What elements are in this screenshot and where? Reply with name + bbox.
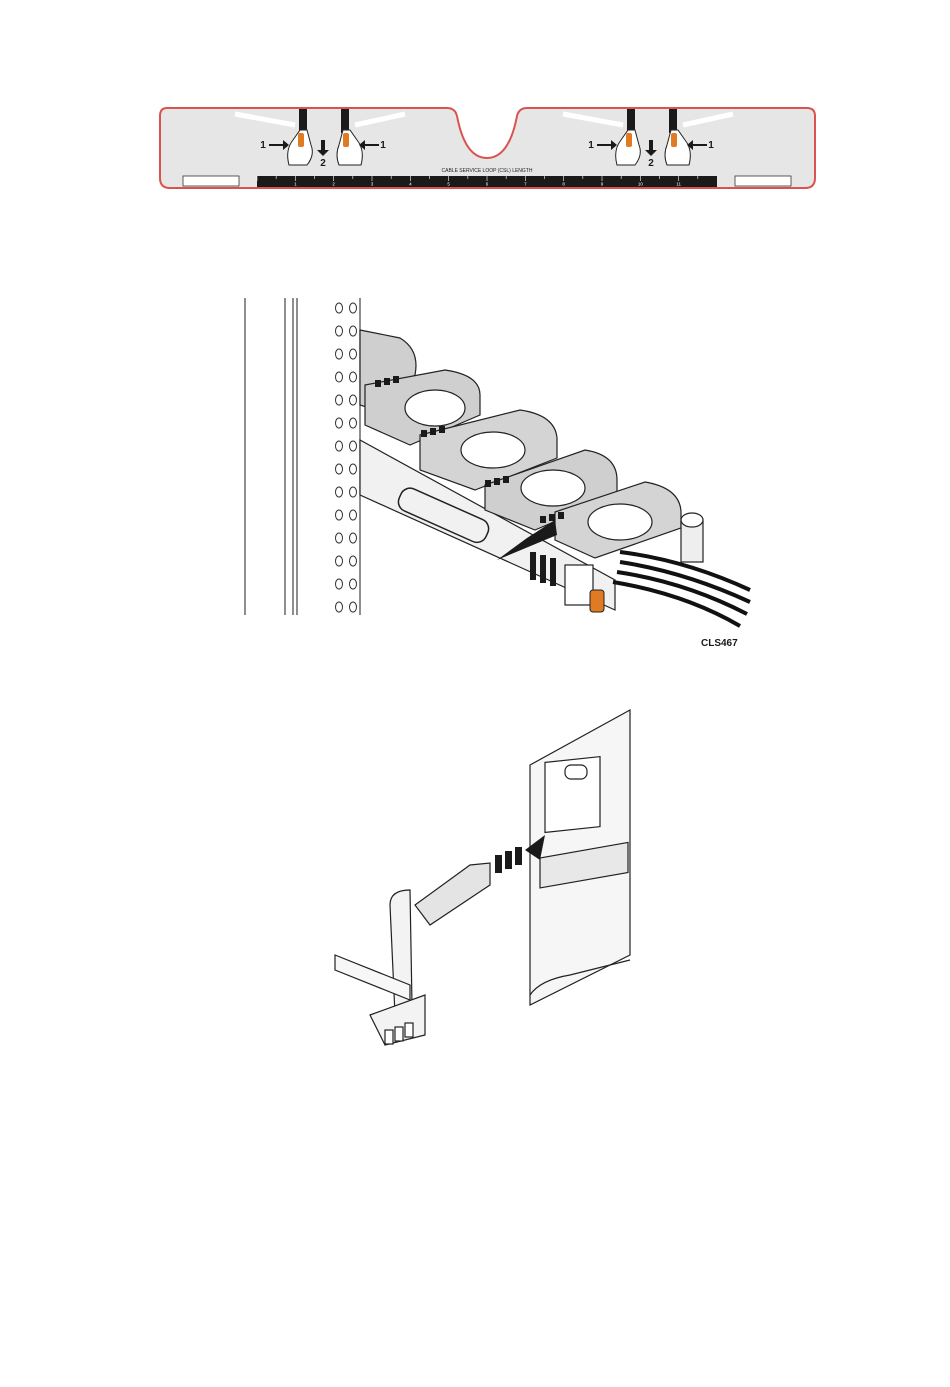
cma-bracket-illustration — [330, 705, 640, 1055]
cma-arm — [360, 330, 703, 562]
rack-hole — [336, 441, 343, 451]
cables — [613, 552, 750, 626]
rack-hole — [350, 441, 357, 451]
rack-hole — [350, 303, 357, 313]
cma-connector — [565, 565, 593, 605]
rack-hole — [350, 395, 357, 405]
rack-hole — [336, 487, 343, 497]
figure-id: CLS467 — [701, 638, 738, 649]
rack-hole — [350, 510, 357, 520]
rack-hole — [336, 464, 343, 474]
rack-hole — [350, 579, 357, 589]
step-1-label: 1 — [260, 140, 266, 151]
rack-hole — [336, 533, 343, 543]
rack-hole — [336, 326, 343, 336]
label-blank-box-right — [735, 176, 791, 186]
rack-hole — [336, 510, 343, 520]
rack-hole — [336, 349, 343, 359]
label-blank-box-left — [183, 176, 239, 186]
ruler-title: CABLE SERVICE LOOP (CSL) LENGTH — [442, 168, 533, 174]
rack-hole — [336, 602, 343, 612]
rack-hole — [350, 418, 357, 428]
rack-hole — [336, 395, 343, 405]
ruler-number: 11 — [676, 182, 681, 187]
release-latch — [590, 590, 604, 612]
rack-hole — [350, 372, 357, 382]
cma-rack-illustration: CLS467 — [235, 290, 755, 655]
step-2-label: 2 — [648, 158, 654, 169]
step-1-label: 1 — [380, 140, 386, 151]
rail-bracket-slot — [545, 757, 600, 833]
cma-bracket-figure — [330, 705, 640, 1055]
cma-install-figure: CLS467 — [235, 290, 755, 655]
rack-hole — [350, 556, 357, 566]
rack-hole — [336, 372, 343, 382]
step-1-label: 1 — [588, 140, 594, 151]
ruler-number: 10 — [638, 182, 644, 187]
rack-hole — [350, 487, 357, 497]
step-1-label: 1 — [708, 140, 714, 151]
rack-hole — [336, 556, 343, 566]
rack-hole — [350, 326, 357, 336]
rack-hole — [350, 464, 357, 474]
rack-hole — [350, 533, 357, 543]
rack-hole — [350, 602, 357, 612]
cma-bracket — [415, 863, 490, 925]
rack-hole — [336, 579, 343, 589]
rack-hole — [350, 349, 357, 359]
rack-hole — [336, 303, 343, 313]
rack-hole — [336, 418, 343, 428]
rack-holes — [336, 303, 357, 612]
step-2-label: 2 — [320, 158, 326, 169]
